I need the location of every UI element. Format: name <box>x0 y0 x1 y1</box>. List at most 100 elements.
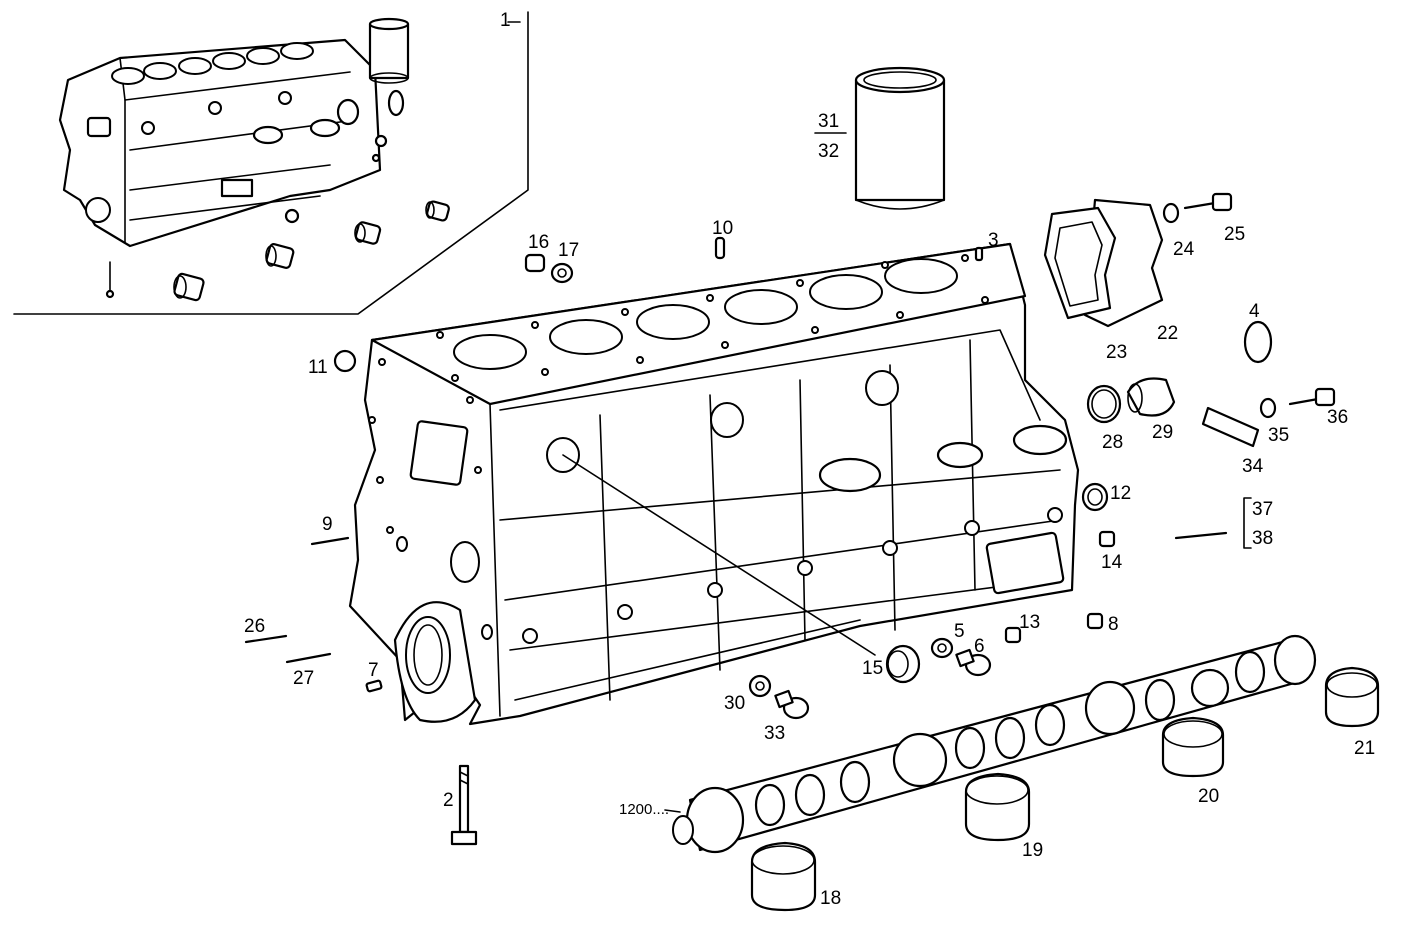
plug-14 <box>1098 530 1116 548</box>
plug-screw-33 <box>774 689 810 720</box>
cam-gear <box>1190 668 1230 708</box>
callout-21: 21 <box>1354 738 1375 759</box>
inset-border <box>13 11 529 315</box>
cylinder-bore-4 <box>724 289 798 325</box>
cylinder-bore-2 <box>549 319 623 355</box>
callout-34: 34 <box>1242 456 1264 477</box>
callout-3: 3 <box>988 230 999 251</box>
callout-37: 37 <box>1252 499 1273 520</box>
callout-15: 15 <box>862 658 883 679</box>
inset-bushing-4 <box>173 272 205 302</box>
rear-plate <box>985 531 1065 595</box>
cam-journal-rear <box>1273 634 1317 686</box>
pin-10 <box>714 236 726 260</box>
washer-17 <box>550 262 574 284</box>
inset-bushing-1 <box>425 200 450 222</box>
callout-29: 29 <box>1152 422 1173 443</box>
cover-plate-and-gasket <box>1043 198 1164 328</box>
callout-23: 23 <box>1106 342 1127 363</box>
stud-9 <box>310 536 350 546</box>
callout-30: 30 <box>724 693 745 714</box>
head-bolt-2 <box>450 764 478 846</box>
cam-bushing-20 <box>1161 716 1225 778</box>
callout-20: 20 <box>1198 786 1219 807</box>
seal-ring-28 <box>1086 384 1122 424</box>
seal-ring-12 <box>1081 482 1109 512</box>
cam-bore-2 <box>710 402 744 438</box>
stud-26 <box>244 634 288 644</box>
callout-8: 8 <box>1108 614 1119 635</box>
callout-1: 1 <box>500 10 511 31</box>
inset-bushing-3 <box>265 243 295 269</box>
bolt-36 <box>1288 387 1336 407</box>
bracket-37-38 <box>1243 497 1252 549</box>
plug-screw-6 <box>955 648 992 677</box>
front-boss-hole <box>450 541 480 583</box>
rear-mount-boss <box>1012 424 1068 456</box>
cylinder-bore-3 <box>636 304 710 340</box>
leader-1200 <box>664 809 681 813</box>
callout-13: 13 <box>1019 612 1040 633</box>
bolt-25 <box>1183 192 1233 212</box>
cam-lobes <box>754 650 1266 827</box>
bushing-29 <box>1126 377 1176 417</box>
plug-8 <box>1086 612 1104 630</box>
washer-30 <box>748 674 772 698</box>
deck-holes <box>436 254 989 382</box>
camshaft <box>664 634 1317 854</box>
callout-10: 10 <box>712 218 733 239</box>
callout-6: 6 <box>974 636 985 657</box>
inset-long-bolt <box>105 261 115 299</box>
cam-bore-3 <box>865 370 899 406</box>
callout-18: 18 <box>820 888 841 909</box>
plug-16 <box>524 253 546 273</box>
bushing-15 <box>885 644 921 684</box>
leader-15 <box>562 454 876 656</box>
lower-holes <box>522 507 1063 644</box>
callout-9: 9 <box>322 514 333 535</box>
callout-22: 22 <box>1157 323 1178 344</box>
callout-31: 31 <box>818 111 839 132</box>
mid-mount-boss <box>936 441 984 469</box>
oil-filter-mount <box>818 457 882 493</box>
callout-14: 14 <box>1101 552 1123 573</box>
inset-assembly-view <box>13 11 529 315</box>
callout-2: 2 <box>443 790 454 811</box>
inset-cylinder-liner <box>368 17 410 84</box>
engine-block <box>348 242 1080 726</box>
callout-17: 17 <box>558 240 579 261</box>
callout-24: 24 <box>1173 239 1195 260</box>
callout-32: 32 <box>818 141 839 162</box>
cam-journal-front <box>685 786 745 854</box>
inset-engine-block <box>58 38 382 248</box>
callout-16: 16 <box>528 232 549 253</box>
cam-bushing-19 <box>964 772 1031 842</box>
cylinder-liner <box>854 66 946 210</box>
crank-seal-housing <box>393 601 477 723</box>
cylinder-bore-6 <box>884 258 958 294</box>
cylinder-bore-1 <box>453 334 527 370</box>
callout-25: 25 <box>1224 224 1245 245</box>
callout-26: 26 <box>244 616 265 637</box>
plug-disc-4 <box>1243 320 1273 364</box>
stud-27 <box>285 652 332 664</box>
expansion-plug-11 <box>333 349 357 373</box>
cam-journal-2 <box>892 732 948 788</box>
callout-28: 28 <box>1102 432 1123 453</box>
callout-5: 5 <box>954 621 965 642</box>
pin-7 <box>365 679 383 693</box>
inset-small-plug <box>374 134 388 148</box>
washer-35 <box>1259 397 1277 419</box>
plate-34 <box>1201 406 1260 448</box>
washer-5 <box>930 637 954 659</box>
plug-13 <box>1004 626 1022 644</box>
washer-24 <box>1162 202 1180 224</box>
callout-33: 33 <box>764 723 785 744</box>
callout-4: 4 <box>1249 301 1260 322</box>
front-window <box>409 420 469 486</box>
inset-bushing-2 <box>354 221 382 245</box>
callout-1200: 1200.... <box>619 801 669 818</box>
dowel-pin-3 <box>974 246 984 262</box>
